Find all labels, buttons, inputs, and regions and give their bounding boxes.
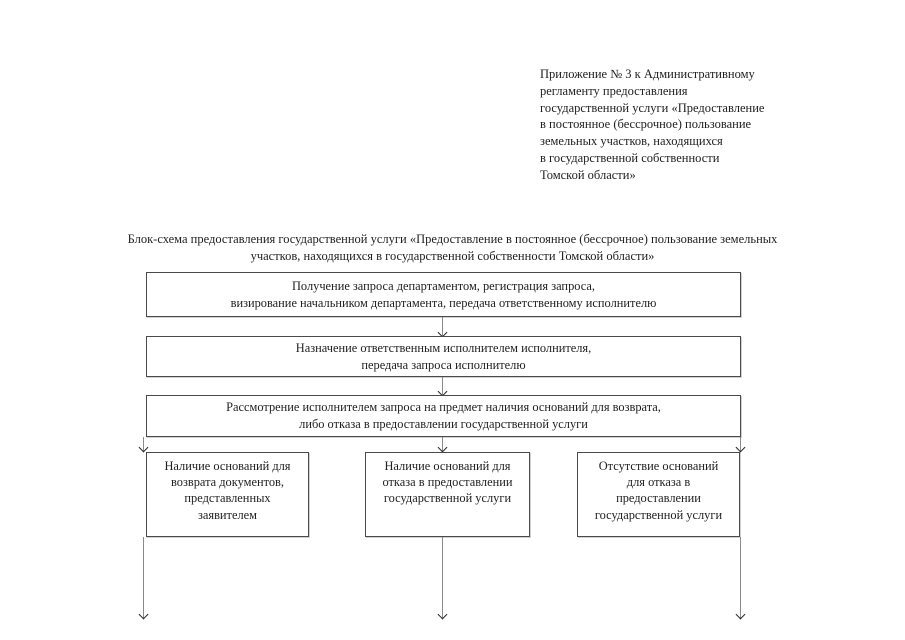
branch-right-box: Отсутствие оснований для отказа в предос… [577,452,740,537]
branch-right-text-line: государственной услуги [594,507,723,522]
flow-step-3-text-line: Рассмотрение исполнителем запроса на пре… [226,400,661,414]
flow-step-3-text-line: либо отказа в предоставлении государстве… [299,417,588,431]
annex-line: в постоянное (бессрочное) пользование [540,117,752,132]
branch-left-box: Наличие оснований для возврата документо… [146,452,309,537]
arrow-step3-to-branch-left [138,437,149,453]
annex-line: государственной услуги «Предоставление [540,100,765,115]
arrowhead-down-icon [138,609,149,620]
flow-step-1-text-line: визирование начальником департамента, пе… [230,295,657,310]
branch-middle-text-line: Наличие оснований для [384,459,511,473]
flowchart-title-line: участков, находящихся в государственной … [250,249,655,263]
arrow-branch-right-down [735,537,746,620]
arrowhead-down-icon [138,442,149,453]
branch-right-text-line: предоставлении [616,491,701,506]
flow-step-3-box: Рассмотрение исполнителем запроса на пре… [146,395,741,437]
flowchart-title: Блок-схема предоставления государственно… [0,231,905,265]
annex-line: земельных участков, находящихся [540,134,723,149]
arrow-step2-to-step3 [437,377,448,397]
annex-line: Томской области» [540,167,636,182]
flow-step-2-text-line: Назначение ответственным исполнителем ис… [295,340,592,355]
flow-step-2-box: Назначение ответственным исполнителем ис… [146,336,741,377]
branch-right-text-line: Отсутствие оснований [598,459,719,473]
flow-step-1-box: Получение запроса департаментом, регистр… [146,272,741,317]
branch-middle-text-line: государственной услуги [383,491,512,506]
branch-middle-text-line: отказа в предоставлении [382,475,513,490]
annex-line: Приложение № 3 к Административному [540,67,755,81]
annex-line: в государственной собственности [540,150,720,165]
branch-left-text-line: возврата документов, [171,475,284,490]
arrowhead-down-icon [735,609,746,620]
branch-middle-box: Наличие оснований для отказа в предостав… [365,452,530,537]
annex-line: регламенту предоставления [540,83,688,98]
arrowhead-down-icon [437,442,448,453]
flowchart-title-line: Блок-схема предоставления государственно… [127,232,778,246]
arrow-step1-to-step2 [437,317,448,338]
arrowhead-down-icon [735,442,746,453]
flow-step-2-text-line: передача запроса исполнителю [361,357,526,372]
annex-reference-block: Приложение № 3 к Административному регла… [540,66,870,184]
arrowhead-down-icon [437,609,448,620]
branch-left-text-line: Наличие оснований для [164,459,291,473]
branch-left-text-line: представленных [184,491,271,506]
arrow-step3-to-branch-right [735,437,746,453]
arrow-branch-left-down [138,537,149,620]
branch-right-text-line: для отказа в [626,475,691,490]
arrow-branch-middle-down [437,537,448,620]
branch-left-text-line: заявителем [197,507,257,522]
arrow-step3-to-branch-middle [437,437,448,453]
flow-step-1-text-line: Получение запроса департаментом, регистр… [291,278,596,293]
